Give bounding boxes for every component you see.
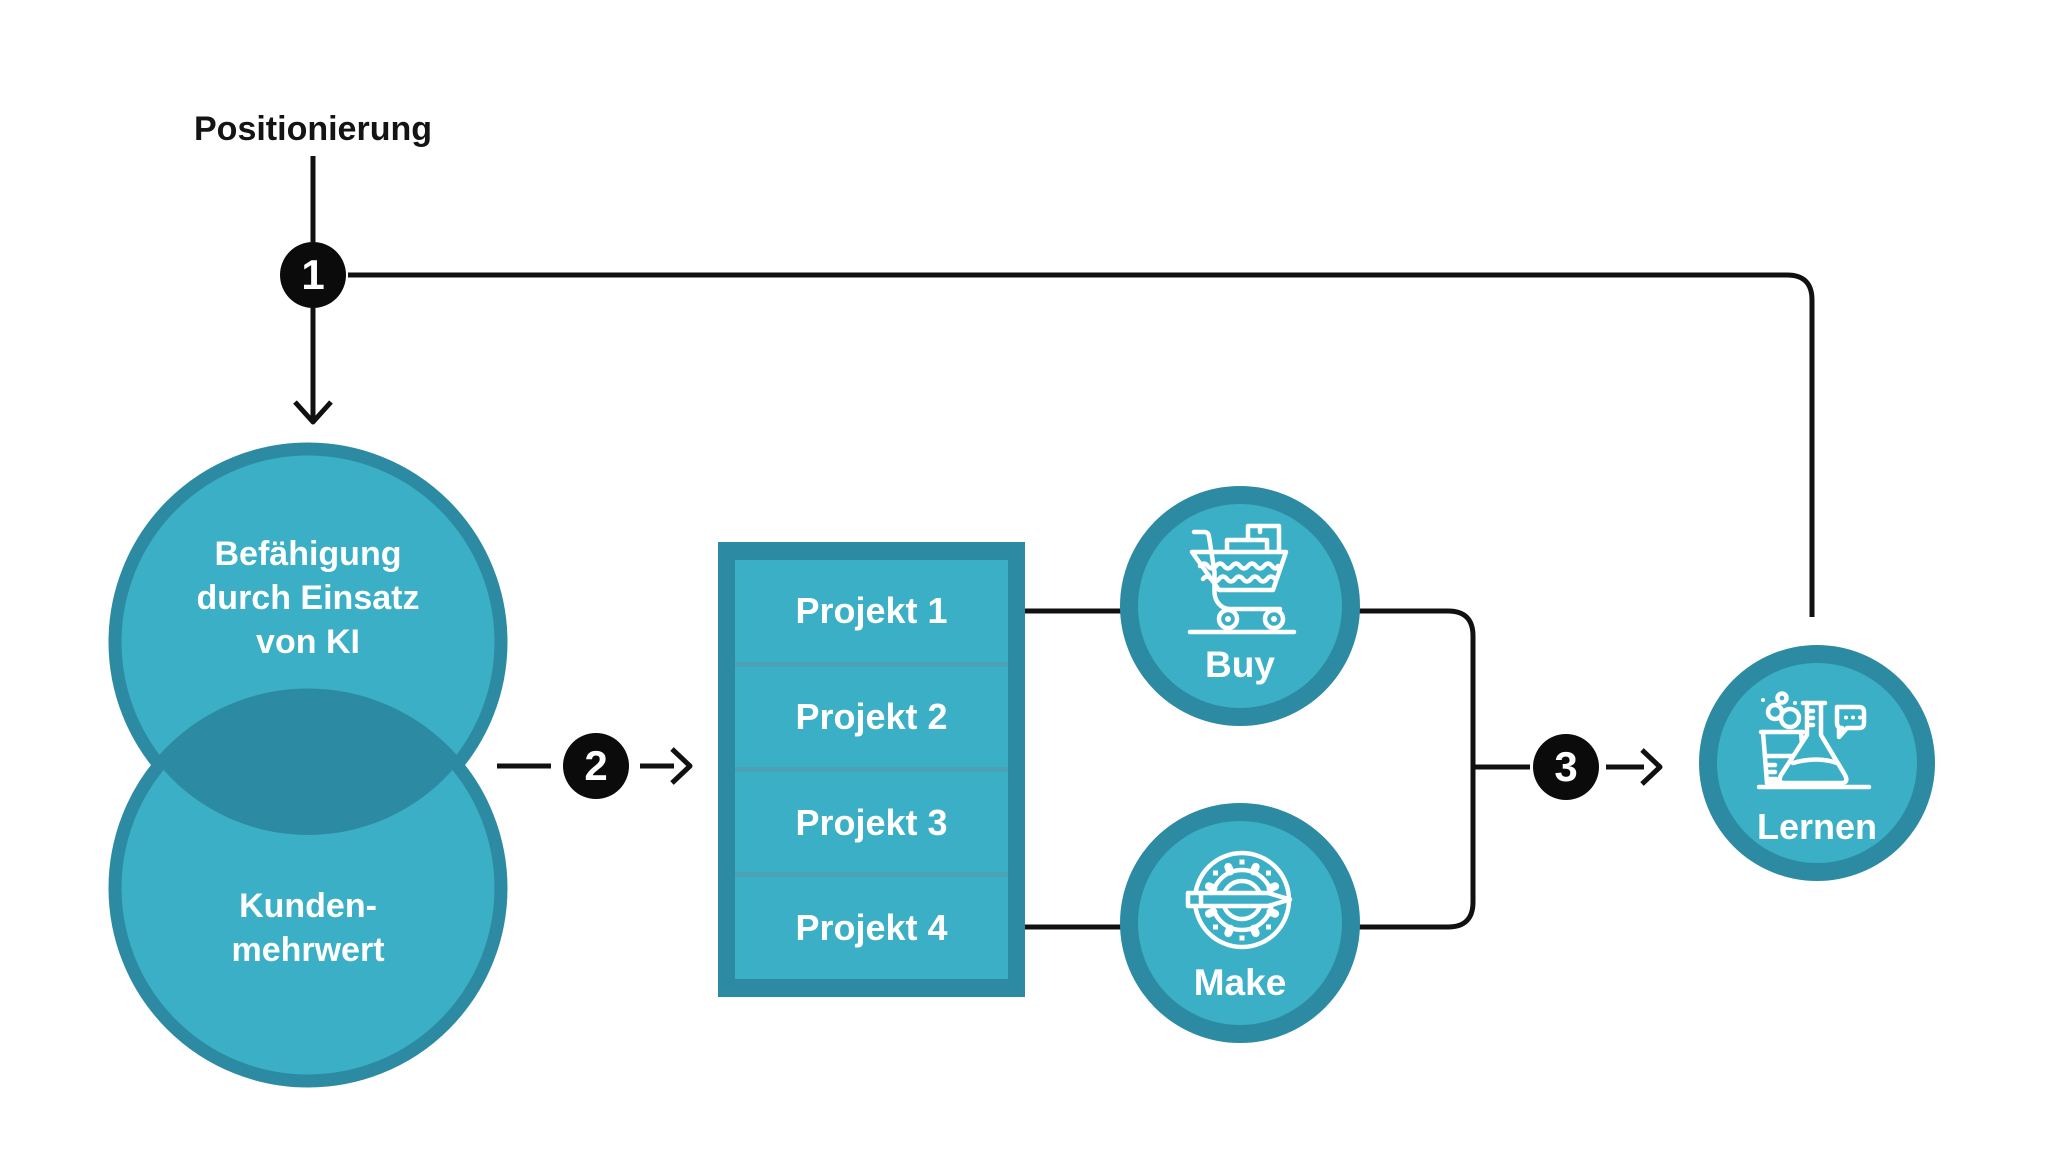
venn-overlap-lens bbox=[159, 695, 457, 835]
venn-diagram bbox=[108, 442, 508, 1088]
step1-down-arrowhead bbox=[293, 400, 333, 425]
venn-top-label-line1: Befähigung bbox=[214, 535, 402, 573]
projects-box bbox=[718, 542, 1025, 997]
buy-node bbox=[1120, 486, 1360, 726]
venn-top-label-line2: durch Einsatz bbox=[196, 579, 420, 617]
step-2-badge: 2 bbox=[563, 733, 629, 799]
venn-bottom-label-line1: Kunden- bbox=[239, 887, 377, 925]
step-2-number: 2 bbox=[584, 742, 608, 789]
make-node bbox=[1120, 803, 1360, 1043]
gear-pencil-icon bbox=[1185, 850, 1293, 950]
buy-label: Buy bbox=[1205, 644, 1275, 685]
venn-bottom-label-line2: mehrwert bbox=[231, 931, 385, 969]
step1-to-lernen-line bbox=[348, 272, 1815, 617]
step-3-number: 3 bbox=[1554, 743, 1578, 790]
step3-arrowhead bbox=[1640, 748, 1663, 786]
project-row-dividers bbox=[735, 662, 1008, 877]
make-label: Make bbox=[1193, 962, 1287, 1003]
make-circle-fill bbox=[1138, 821, 1342, 1025]
project-row-label: Projekt 2 bbox=[795, 696, 948, 737]
project-row-label: Projekt 1 bbox=[795, 590, 948, 631]
lernen-node bbox=[1699, 645, 1935, 881]
step-1-number: 1 bbox=[301, 251, 325, 298]
step-3-badge: 3 bbox=[1533, 734, 1599, 800]
buy-circle-fill bbox=[1138, 504, 1342, 708]
laboratory-flasks-icon bbox=[1756, 691, 1872, 790]
venn-bottom-label: Kunden- mehrwert bbox=[138, 884, 478, 972]
step-1-badge: 1 bbox=[280, 242, 346, 308]
lernen-label: Lernen bbox=[1756, 806, 1878, 847]
positioning-label: Positionierung bbox=[194, 110, 432, 148]
venn-top-label: Befähigung durch Einsatz von KI bbox=[138, 532, 478, 664]
step2-arrowhead bbox=[670, 747, 693, 785]
venn-top-label-line3: von KI bbox=[256, 623, 360, 661]
project-row-label: Projekt 3 bbox=[795, 802, 948, 843]
project-row-label: Projekt 4 bbox=[795, 907, 948, 948]
shopping-cart-icon bbox=[1187, 523, 1297, 635]
connectors bbox=[293, 156, 1815, 930]
